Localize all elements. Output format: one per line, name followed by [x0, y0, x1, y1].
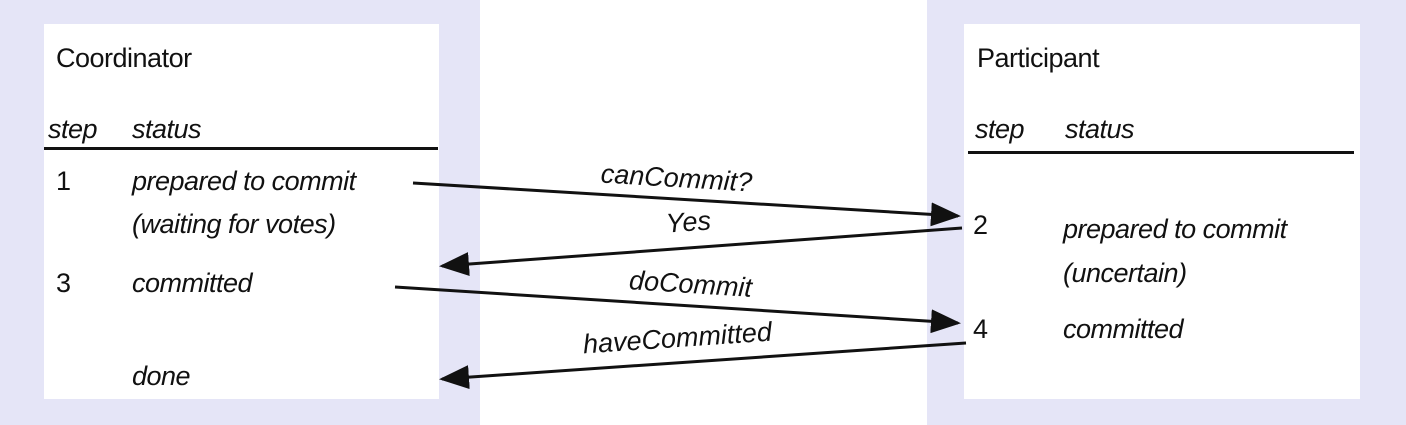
yes-arrow [439, 226, 963, 277]
coordinator-title: Coordinator [56, 43, 192, 73]
coordinator-row-1-step: 1 [56, 166, 71, 196]
coordinator-row-1-status: prepared to commit [132, 166, 356, 196]
coordinator-header-rule [44, 147, 438, 150]
participant-step-header: step [975, 114, 1025, 144]
do-commit-label: doCommit [628, 265, 754, 303]
participant-row-2b-status: (uncertain) [1063, 258, 1187, 288]
participant-title: Participant [977, 43, 1100, 73]
participant-row-4-step: 4 [973, 314, 988, 344]
coordinator-row-3-status: committed [132, 268, 253, 298]
coordinator-status-header: status [132, 114, 202, 144]
can-commit-label: canCommit? [600, 159, 753, 198]
participant-status-header: status [1065, 114, 1135, 144]
participant-row-2-status: prepared to commit [1063, 214, 1287, 244]
do-commit-arrow [394, 285, 961, 334]
coordinator-row-3-step: 3 [56, 268, 71, 298]
coordinator-step-header: step [48, 114, 98, 144]
coordinator-row-done-status: done [132, 361, 191, 391]
participant-row-2-step: 2 [973, 210, 988, 240]
yes-label: Yes [665, 205, 712, 238]
have-committed-label: haveCommitted [582, 317, 774, 360]
coordinator-row-1b-status: (waiting for votes) [132, 209, 336, 239]
can-commit-arrow [412, 181, 961, 227]
coordinator-panel [44, 24, 439, 399]
participant-row-4-status: committed [1063, 314, 1184, 344]
participant-panel [964, 24, 1360, 399]
have-committed-arrow [439, 341, 967, 390]
participant-header-rule [968, 151, 1354, 154]
